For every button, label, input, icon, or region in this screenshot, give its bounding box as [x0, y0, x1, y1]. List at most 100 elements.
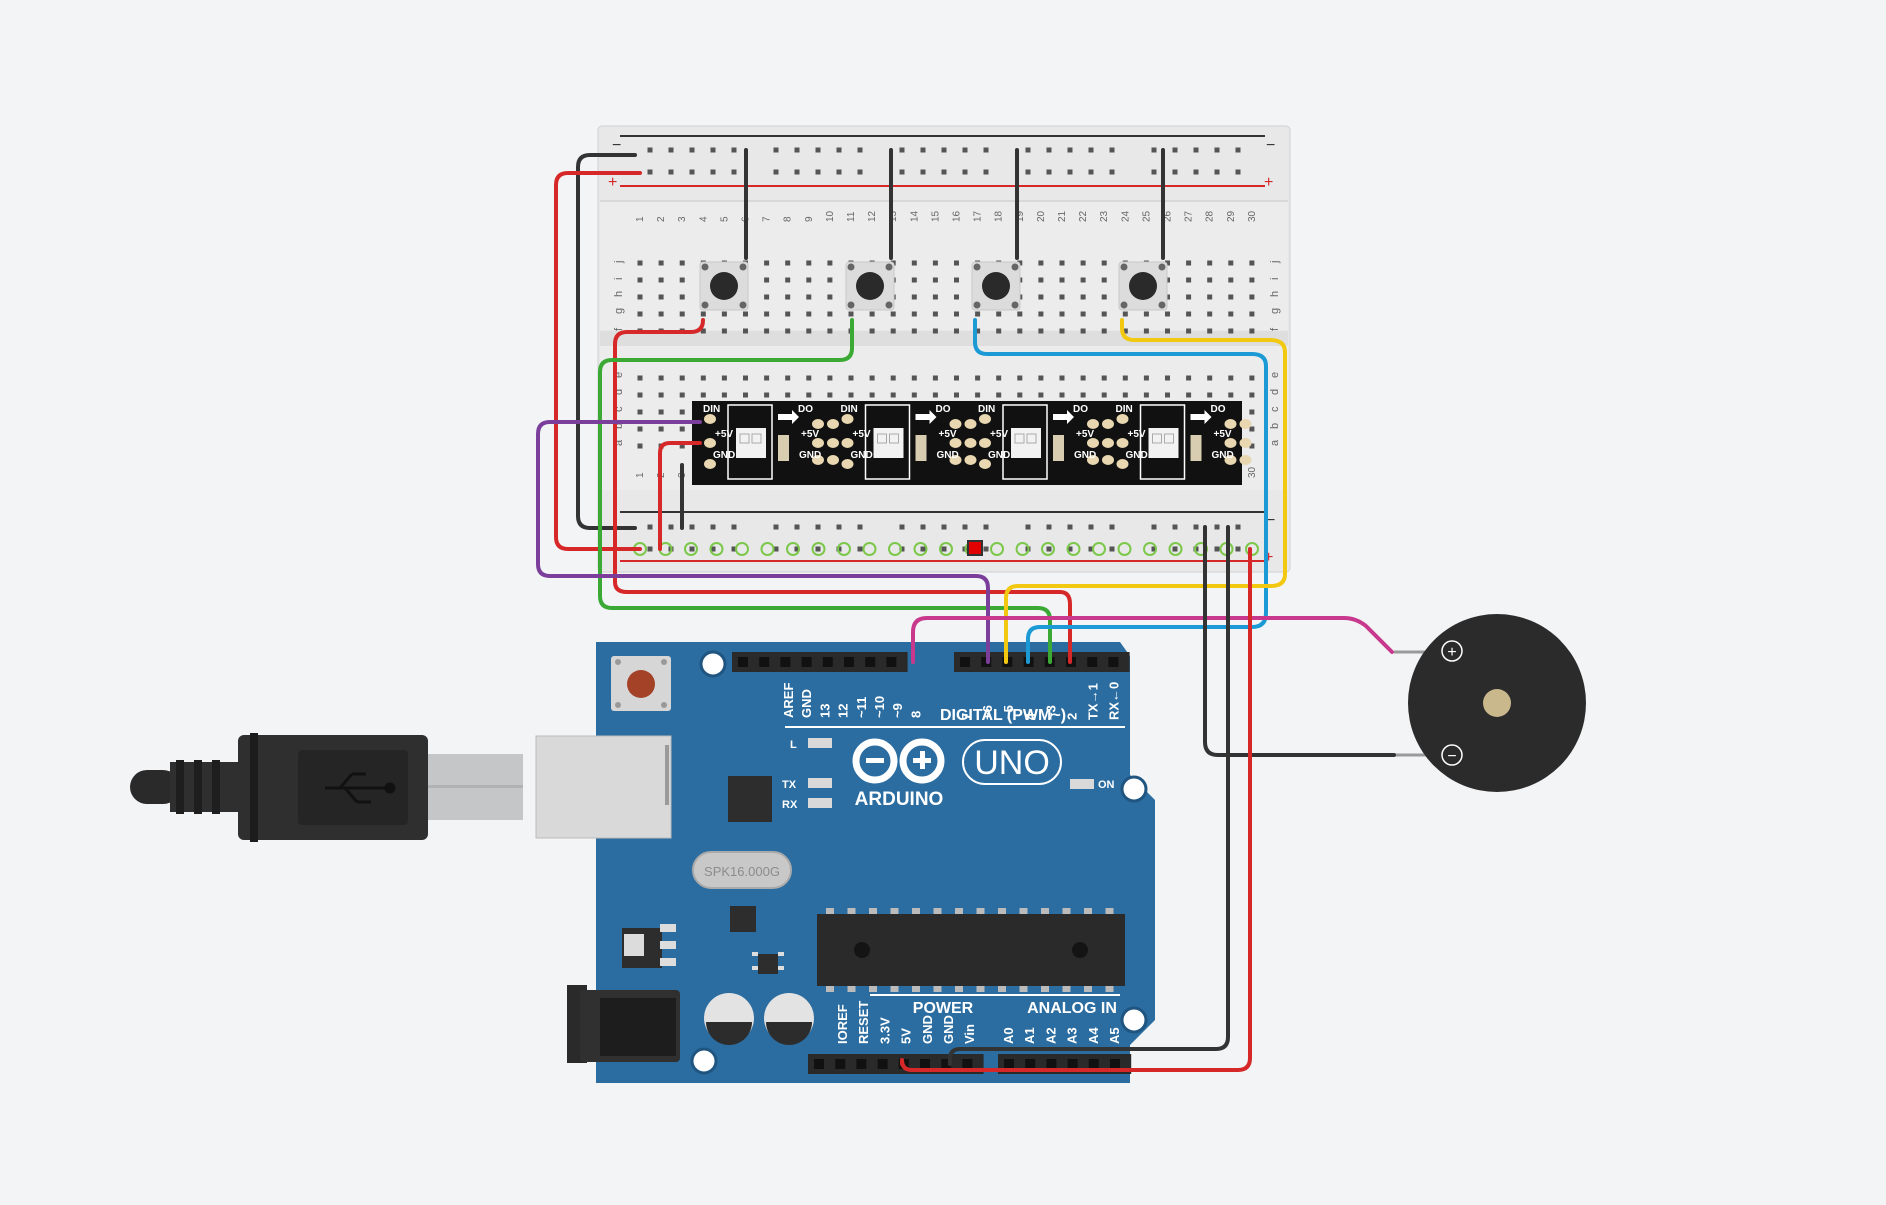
breadboard-hole[interactable]	[890, 375, 896, 381]
rail-hole[interactable]	[1151, 524, 1157, 530]
breadboard-hole[interactable]	[932, 260, 938, 266]
breadboard-hole[interactable]	[721, 375, 727, 381]
breadboard-hole[interactable]	[1249, 443, 1255, 449]
rail-hole[interactable]	[920, 147, 926, 153]
breadboard-hole[interactable]	[1017, 392, 1023, 398]
breadboard-hole[interactable]	[869, 328, 875, 334]
push-button-4[interactable]	[1118, 261, 1168, 311]
rail-hole[interactable]	[815, 546, 821, 552]
rail-hole[interactable]	[983, 546, 989, 552]
breadboard-hole[interactable]	[1143, 375, 1149, 381]
breadboard-hole[interactable]	[827, 392, 833, 398]
breadboard-hole[interactable]	[806, 311, 812, 317]
breadboard-hole[interactable]	[911, 392, 917, 398]
rail-hole[interactable]	[1109, 524, 1115, 530]
breadboard-hole[interactable]	[658, 277, 664, 283]
rail-hole[interactable]	[1088, 147, 1094, 153]
breadboard-hole[interactable]	[1249, 294, 1255, 300]
breadboard-hole[interactable]	[743, 311, 748, 317]
breadboard-hole[interactable]	[721, 328, 727, 334]
breadboard-hole[interactable]	[700, 392, 706, 398]
header-pin[interactable]	[814, 1059, 824, 1069]
breadboard-hole[interactable]	[827, 277, 833, 283]
breadboard-hole[interactable]	[1143, 311, 1149, 317]
rail-hole[interactable]	[731, 169, 737, 175]
breadboard-hole[interactable]	[764, 392, 770, 398]
breadboard-hole[interactable]	[827, 311, 833, 317]
breadboard-hole[interactable]	[1207, 311, 1213, 317]
breadboard-hole[interactable]	[890, 311, 896, 317]
rail-hole[interactable]	[647, 169, 653, 175]
rail-hole[interactable]	[1088, 546, 1094, 552]
breadboard-hole[interactable]	[1101, 294, 1107, 300]
header-pin[interactable]	[1046, 1059, 1057, 1069]
header-pin[interactable]	[738, 657, 748, 667]
rail-hole[interactable]	[941, 546, 947, 552]
rail-hole[interactable]	[1214, 147, 1220, 153]
breadboard-hole[interactable]	[1059, 311, 1065, 317]
breadboard-hole[interactable]	[806, 375, 812, 381]
header-pin[interactable]	[1025, 1059, 1036, 1069]
breadboard-hole[interactable]	[658, 426, 664, 432]
breadboard-hole[interactable]	[1165, 311, 1170, 317]
breadboard-hole[interactable]	[932, 328, 938, 334]
rail-hole[interactable]	[1151, 546, 1157, 552]
breadboard-hole[interactable]	[1038, 260, 1044, 266]
rail-hole[interactable]	[1235, 546, 1241, 552]
breadboard-hole[interactable]	[975, 328, 981, 334]
breadboard-hole[interactable]	[1038, 375, 1044, 381]
breadboard-hole[interactable]	[1165, 375, 1170, 381]
breadboard-hole[interactable]	[785, 392, 791, 398]
breadboard-hole[interactable]	[1186, 277, 1192, 283]
breadboard-hole[interactable]	[1122, 328, 1128, 334]
header-pin[interactable]	[1087, 657, 1098, 667]
breadboard-hole[interactable]	[1186, 375, 1192, 381]
breadboard-hole[interactable]	[1101, 260, 1107, 266]
breadboard-hole[interactable]	[1207, 260, 1213, 266]
breadboard-hole[interactable]	[721, 392, 727, 398]
breadboard-hole[interactable]	[954, 260, 959, 266]
rail-hole[interactable]	[731, 546, 737, 552]
breadboard-hole[interactable]	[954, 294, 959, 300]
rail-hole[interactable]	[794, 546, 800, 552]
rail-hole[interactable]	[689, 546, 695, 552]
breadboard-hole[interactable]	[785, 311, 791, 317]
breadboard-hole[interactable]	[658, 409, 664, 415]
breadboard-hole[interactable]	[785, 277, 791, 283]
rail-hole[interactable]	[1151, 169, 1157, 175]
breadboard-hole[interactable]	[827, 328, 833, 334]
rail-hole[interactable]	[1172, 169, 1178, 175]
rail-hole[interactable]	[962, 524, 968, 530]
rail-hole[interactable]	[1025, 147, 1031, 153]
breadboard-hole[interactable]	[1059, 277, 1065, 283]
header-pin[interactable]	[844, 657, 854, 667]
breadboard-hole[interactable]	[1228, 375, 1234, 381]
rail-hole[interactable]	[1067, 524, 1073, 530]
breadboard-hole[interactable]	[1207, 375, 1213, 381]
breadboard-hole[interactable]	[1080, 328, 1086, 334]
rail-hole[interactable]	[941, 524, 947, 530]
rail-hole[interactable]	[1067, 147, 1073, 153]
breadboard-hole[interactable]	[1080, 294, 1086, 300]
rail-hole[interactable]	[647, 147, 653, 153]
rail-hole[interactable]	[983, 524, 989, 530]
rail-hole[interactable]	[773, 524, 779, 530]
rail-hole[interactable]	[710, 169, 716, 175]
breadboard-hole[interactable]	[1186, 328, 1192, 334]
breadboard-hole[interactable]	[1122, 375, 1128, 381]
rail-hole[interactable]	[1172, 147, 1178, 153]
rail-hole[interactable]	[710, 546, 716, 552]
breadboard-hole[interactable]	[764, 294, 770, 300]
breadboard-hole[interactable]	[954, 328, 959, 334]
breadboard-hole[interactable]	[1122, 392, 1128, 398]
header-pin[interactable]	[886, 657, 897, 667]
breadboard-hole[interactable]	[637, 426, 643, 432]
rail-hole[interactable]	[773, 546, 779, 552]
breadboard-hole[interactable]	[1249, 311, 1255, 317]
breadboard-hole[interactable]	[806, 260, 812, 266]
header-pin[interactable]	[1110, 1059, 1120, 1069]
breadboard-hole[interactable]	[954, 375, 959, 381]
